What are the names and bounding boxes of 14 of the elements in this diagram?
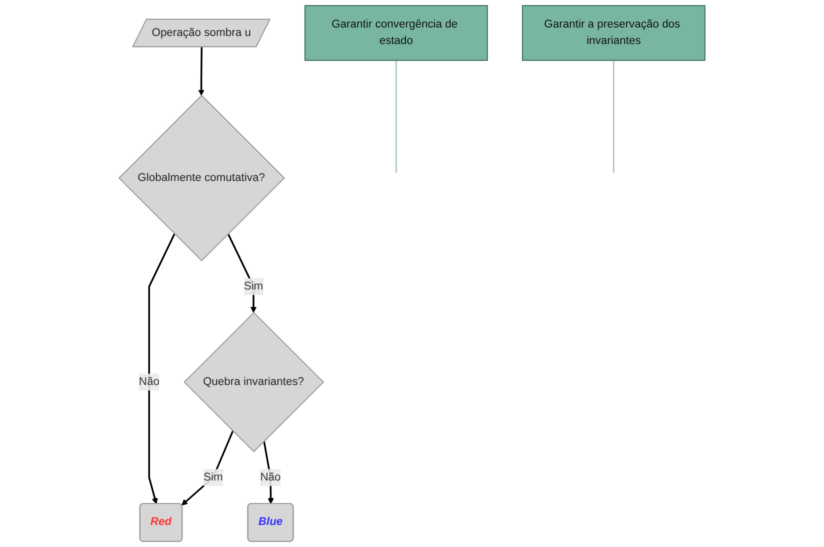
edge-label: Sim [204, 471, 223, 484]
arrow [227, 233, 257, 313]
arrow [148, 233, 176, 504]
node-diamond: Globalmente comutativa? [118, 94, 286, 262]
edge-label: Não [138, 376, 160, 388]
edge-label: Sim [244, 280, 264, 292]
node-box: Garantir convergência de estado [304, 5, 488, 61]
arrow [181, 430, 234, 506]
node-diamond: Quebra invariantes? [184, 312, 324, 452]
arrow [198, 47, 204, 96]
connector [613, 60, 614, 173]
edge-label: Não [260, 471, 281, 484]
node-box: Garantir a preservação dos invariantes [522, 5, 706, 61]
connector [396, 60, 397, 173]
